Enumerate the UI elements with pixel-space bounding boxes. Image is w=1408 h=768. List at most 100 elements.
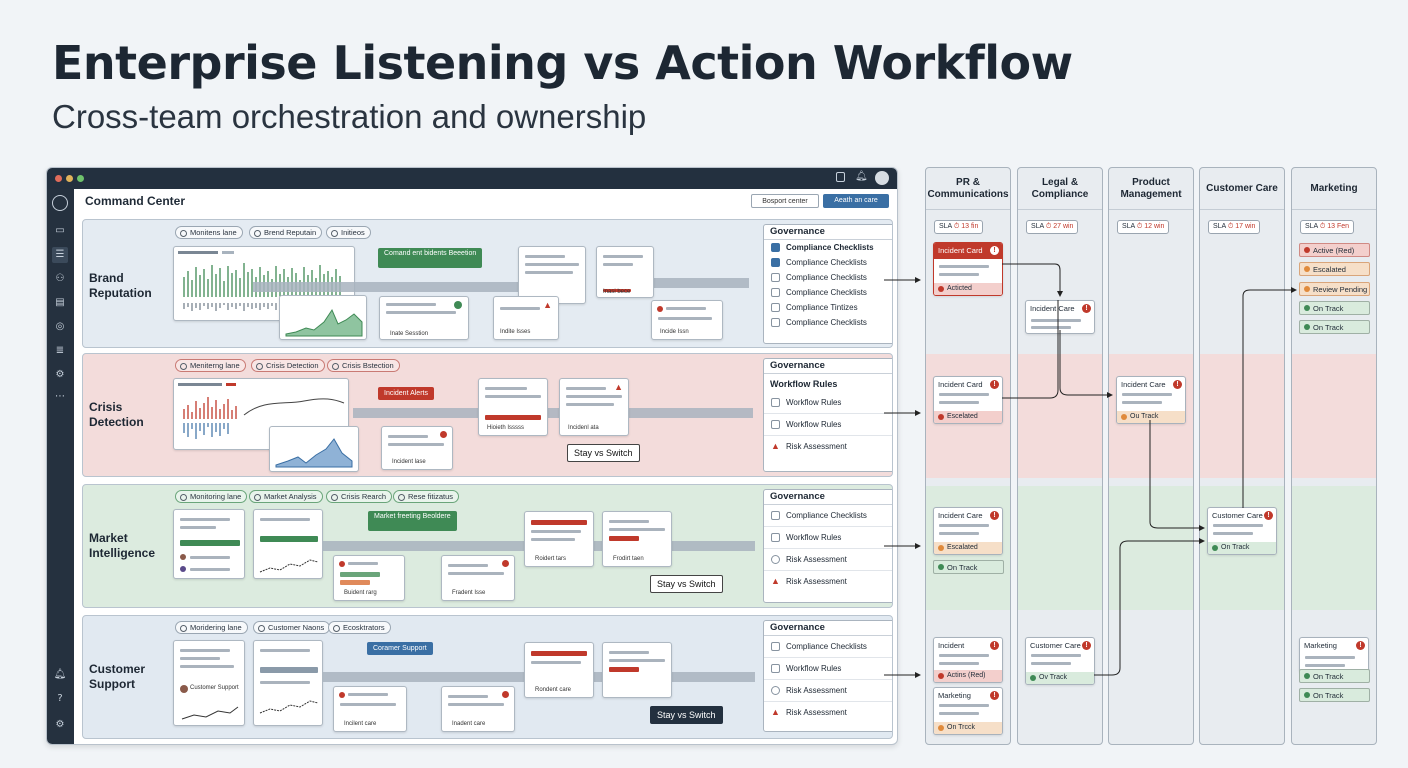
lane-pill[interactable]: Monitens lane — [175, 226, 243, 239]
incident-card[interactable]: Customer Care! Ov Track — [1025, 637, 1095, 685]
stay-vs-switch-button[interactable]: Stay vs Switch — [650, 575, 723, 593]
status-tag[interactable]: On Track — [1299, 301, 1370, 315]
lane-callout[interactable]: Coramer Support — [367, 642, 433, 655]
lane-pill[interactable]: Ecosktrators — [328, 621, 391, 634]
governance-row[interactable]: Compliance Checklists› — [764, 505, 892, 527]
close-dot-icon[interactable] — [55, 175, 62, 182]
incident-card[interactable]: Incident Card! Acticted — [933, 242, 1003, 296]
lane-pill[interactable]: Meniterng lane — [175, 359, 246, 372]
target-icon[interactable]: ◎ — [55, 321, 65, 332]
incident-card[interactable]: Incident! Actins (Red) — [933, 637, 1003, 683]
status-tag[interactable]: On Track — [1299, 688, 1370, 702]
checkbox-checked-icon[interactable] — [771, 258, 780, 267]
globe-icon[interactable] — [52, 195, 68, 211]
settings-icon[interactable]: ⚙ — [55, 369, 65, 380]
issue-card[interactable]: ▲ Incidenl ata — [559, 378, 629, 436]
stay-vs-switch-button[interactable]: Stay vs Switch — [567, 444, 640, 462]
governance-row[interactable]: Workflow Rules› — [764, 658, 892, 680]
governance-row[interactable]: Risk Assessment› — [764, 680, 892, 702]
issue-card[interactable]: Inate Sesstion — [379, 296, 469, 340]
lane-pill[interactable]: Rese fitizatus — [393, 490, 460, 503]
inbox-icon[interactable]: ▭ — [55, 225, 65, 236]
issue-card[interactable]: Roidert tars — [524, 511, 594, 567]
governance-row[interactable]: ▲Risk Assessment› — [771, 576, 847, 587]
status-tag[interactable]: On Track — [1299, 669, 1370, 683]
governance-row[interactable]: Workflow Rules› — [764, 392, 892, 414]
insight-card[interactable] — [253, 509, 323, 579]
issue-card[interactable]: Inadent care — [441, 686, 515, 732]
lane-pill[interactable]: Initieos — [326, 226, 371, 239]
lane-pill[interactable]: Crisis Detection — [251, 359, 325, 372]
incident-card[interactable]: Incident Card! Escelated — [933, 376, 1003, 424]
issue-card[interactable]: Incide Issn — [651, 300, 723, 340]
action-button[interactable]: Aeath an care — [823, 194, 889, 208]
issue-card[interactable]: Hioieth Isssss — [478, 378, 548, 436]
lane-pill[interactable]: Monitoring lane — [175, 490, 248, 503]
governance-row[interactable]: Compliance Checklists — [764, 270, 892, 285]
issue-card[interactable]: ▲ Indite Isses — [493, 296, 559, 340]
more-icon[interactable]: ⋯ — [55, 391, 65, 402]
governance-row[interactable]: ▲Risk Assessment› — [771, 707, 847, 718]
issue-card[interactable]: Inasi bece — [596, 246, 654, 298]
gear-icon[interactable]: ⚙ — [55, 719, 65, 730]
incident-card[interactable]: Incident Care! — [1025, 300, 1095, 334]
support-card[interactable]: Customer Support — [173, 640, 245, 726]
lane-callout[interactable]: Market freeting Beoldere — [368, 511, 457, 531]
status-tag[interactable]: Active (Red) — [1299, 243, 1370, 257]
governance-row[interactable]: Compliance Checklists› — [764, 636, 892, 658]
incident-card[interactable]: Customer Care! On Track — [1207, 507, 1277, 555]
governance-row[interactable]: Compliance Tintizes — [764, 300, 892, 315]
issue-card[interactable]: Frodirt taen — [602, 511, 672, 567]
lane-pill[interactable]: Brend Reputain — [249, 226, 323, 239]
governance-row[interactable]: Compliance Checklists — [764, 255, 892, 270]
list-icon[interactable]: ≣ — [55, 345, 65, 356]
governance-row[interactable]: Risk Assessment› — [764, 549, 892, 571]
issue-card[interactable] — [602, 642, 672, 698]
checkbox-checked-icon[interactable] — [771, 243, 780, 252]
issue-card[interactable]: Fradent Isse — [441, 555, 515, 601]
checkbox-icon[interactable] — [771, 303, 780, 312]
governance-row[interactable]: Workflow Rules› — [764, 414, 892, 436]
stay-vs-switch-button[interactable]: Stay vs Switch — [650, 706, 723, 724]
document-icon[interactable]: ▤ — [55, 297, 65, 308]
lane-pill[interactable]: Crisis Bstection — [327, 359, 400, 372]
incident-card[interactable]: Incident Care! Escalated — [933, 507, 1003, 555]
bell-icon[interactable]: 🔔︎ — [855, 171, 868, 182]
status-tag[interactable]: On Track — [1299, 320, 1370, 334]
governance-row[interactable]: Compliance Checklists⌃ — [764, 240, 892, 255]
maximize-dot-icon[interactable] — [77, 175, 84, 182]
issue-card[interactable]: Rondent care — [524, 642, 594, 698]
minimize-dot-icon[interactable] — [66, 175, 73, 182]
help-icon[interactable]: ? — [57, 693, 63, 704]
status-tag[interactable]: Escalated — [1299, 262, 1370, 276]
lane-pill[interactable]: Customer Naons — [253, 621, 331, 634]
issue-card[interactable]: Buident rarg — [333, 555, 405, 601]
report-center-button[interactable]: Bosport center — [751, 194, 819, 208]
notification-icon[interactable]: 🔔︎ — [53, 669, 67, 680]
checkbox-icon[interactable] — [771, 318, 780, 327]
workflow-icon[interactable]: ☰ — [52, 247, 68, 263]
issue-card[interactable]: Incilent care — [333, 686, 407, 732]
governance-row[interactable]: Compliance Checklists — [764, 315, 892, 330]
issue-card[interactable]: Incident lase — [381, 426, 453, 470]
governance-row[interactable]: Compliance Checklists — [764, 285, 892, 300]
insight-card[interactable] — [173, 509, 245, 579]
status-tag[interactable]: On Track — [933, 560, 1004, 574]
user-icon[interactable]: ⚇ — [55, 273, 65, 284]
governance-row[interactable]: Workflow Rules› — [764, 527, 892, 549]
window-icon[interactable] — [836, 172, 845, 182]
incident-card[interactable]: Marketing! — [1299, 637, 1369, 673]
issue-card[interactable] — [518, 246, 586, 304]
checkbox-icon[interactable] — [771, 288, 780, 297]
checkbox-icon[interactable] — [771, 273, 780, 282]
lane-pill[interactable]: Crisis Rearch — [326, 490, 393, 503]
incident-card[interactable]: Incident Care! Ou Track — [1116, 376, 1186, 424]
governance-row[interactable]: ▲Risk Assessment› — [771, 441, 847, 452]
lane-callout[interactable]: Incident Alerts — [378, 387, 434, 400]
avatar[interactable] — [875, 171, 889, 185]
lane-callout[interactable]: Comand ent bidents Beeetion — [378, 248, 483, 268]
lane-pill[interactable]: Moridering lane — [175, 621, 248, 634]
incident-card[interactable]: Marketing! On Trcck — [933, 687, 1003, 735]
status-tag[interactable]: Review Pending — [1299, 282, 1370, 296]
support-card[interactable] — [253, 640, 323, 726]
